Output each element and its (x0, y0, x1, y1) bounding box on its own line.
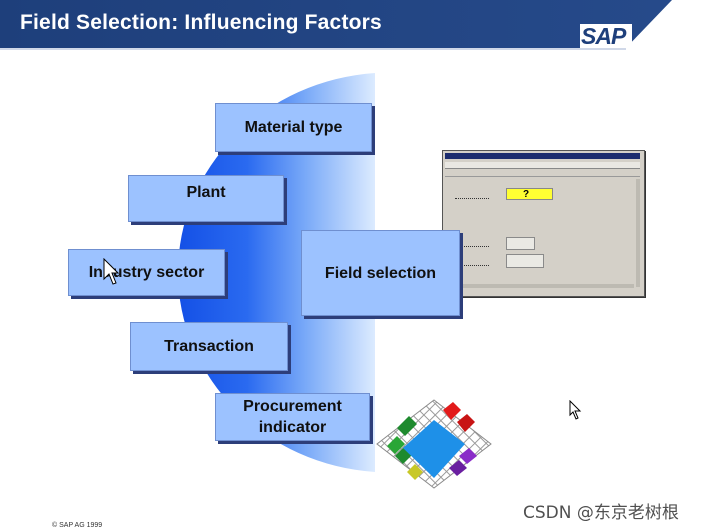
factor-label: Plant (186, 184, 226, 201)
field-label-line (455, 265, 489, 266)
factor-label: Procurement indicator (243, 398, 342, 436)
page-title: Field Selection: Influencing Factors (20, 11, 382, 34)
factor-label: Material type (244, 119, 343, 136)
copyright-text: © SAP AG 1999 (52, 522, 103, 529)
mouse-pointer-icon (103, 258, 119, 285)
required-field-marker: ? (523, 189, 530, 200)
factor-transaction: Transaction (130, 322, 288, 371)
field-label-line (455, 246, 489, 247)
watermark: CSDN @东京老树根 (523, 503, 679, 523)
sap-logo: SAP (580, 23, 632, 49)
required-field: ? (506, 188, 553, 200)
screen-scrollbar (636, 179, 640, 287)
sap-logo-text: SAP (581, 23, 626, 49)
factor-procurement-indicator: Procurement indicator (215, 393, 370, 441)
screen-toolbar (445, 171, 640, 177)
factor-plant: Plant (128, 175, 284, 222)
field-label-line (455, 198, 489, 199)
display-field (506, 254, 544, 268)
screen-horizontal-scrollbar (445, 284, 634, 288)
sap-screen-mockup: ? (442, 150, 645, 297)
title-bar: Field Selection: Influencing Factors SAP (0, 0, 708, 50)
sap-cube-graphic (376, 399, 492, 489)
screen-menu-bar (445, 162, 640, 169)
field-selection-box: Field selection (301, 230, 460, 316)
factor-label: Industry sector (88, 264, 205, 281)
optional-field (506, 237, 535, 250)
factor-material-type: Material type (215, 103, 372, 152)
screen-title-bar (445, 153, 640, 159)
factor-industry-sector: Industry sector (68, 249, 225, 296)
mouse-pointer-icon (569, 400, 582, 420)
title-bar-background (0, 0, 672, 50)
factor-label: Transaction (164, 338, 254, 355)
field-selection-label: Field selection (324, 264, 437, 282)
